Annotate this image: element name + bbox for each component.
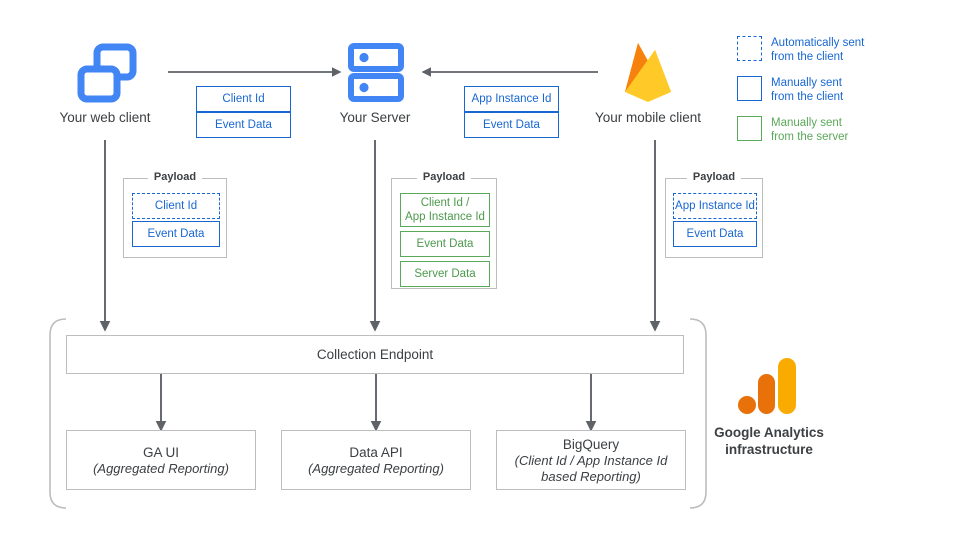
web-windows-icon: [77, 43, 137, 103]
legend-label: Manually sent from the client: [771, 76, 843, 104]
payload-web-client: Payload Client Id Event Data: [123, 171, 227, 258]
legend-line2: from the client: [771, 51, 844, 63]
output-subtitle: (Aggregated Reporting): [308, 460, 444, 476]
payload-item-server-data: Server Data: [400, 261, 490, 287]
output-title: GA UI: [142, 444, 179, 460]
payload-server: Payload Client Id / App Instance Id Even…: [391, 171, 497, 289]
legend-swatch-solid-green: [737, 116, 762, 141]
legend-item-automatic-client: Automatically sent from the client: [737, 36, 864, 64]
transport-chip-event-data-web: Event Data: [196, 112, 291, 138]
output-title: Data API: [349, 444, 403, 460]
payload-item-app-instance-id: App Instance Id: [673, 193, 757, 219]
output-box-ga-ui[interactable]: GA UI (Aggregated Reporting): [66, 430, 256, 490]
output-box-data-api[interactable]: Data API (Aggregated Reporting): [281, 430, 471, 490]
transport-chip-app-instance-id: App Instance Id: [464, 86, 559, 112]
payload-title: Payload: [686, 171, 742, 183]
google-analytics-logo: [738, 358, 796, 414]
server-rack-icon: [348, 43, 404, 102]
transport-chip-event-data-mobile: Event Data: [464, 112, 559, 138]
payload-title: Payload: [147, 171, 203, 183]
ga-infrastructure-caption: Google Analytics infrastructure: [696, 424, 842, 458]
legend-line1: Manually sent: [771, 117, 842, 129]
ga-caption-line1: Google Analytics: [714, 425, 824, 440]
payload-item-event-data: Event Data: [673, 221, 757, 247]
legend-item-manual-server: Manually sent from the server: [737, 116, 848, 144]
infrastructure-bracket-right: [689, 318, 707, 509]
output-box-bigquery[interactable]: BigQuery (Client Id / App Instance Id ba…: [496, 430, 686, 490]
legend-label: Manually sent from the server: [771, 116, 848, 144]
legend-item-manual-client: Manually sent from the client: [737, 76, 843, 104]
payload-item-client-or-app-instance-id: Client Id / App Instance Id: [400, 193, 490, 227]
legend-line1: Manually sent: [771, 77, 842, 89]
web-client-label: Your web client: [59, 110, 151, 125]
transport-chip-client-id: Client Id: [196, 86, 291, 112]
payload-item-event-data: Event Data: [400, 231, 490, 257]
payload-item-client-id: Client Id: [132, 193, 220, 219]
firebase-flame-icon: [625, 43, 671, 102]
legend-line2: from the server: [771, 131, 849, 143]
legend-swatch-solid-blue: [737, 76, 762, 101]
ga-caption-line2: infrastructure: [725, 442, 813, 457]
server-label: Your Server: [339, 110, 411, 125]
output-title: BigQuery: [562, 436, 620, 452]
legend-line2: from the client: [771, 91, 844, 103]
infrastructure-bracket-left: [49, 318, 67, 509]
payload-mobile-client: Payload App Instance Id Event Data: [665, 171, 763, 258]
collection-endpoint-box[interactable]: Collection Endpoint: [66, 335, 684, 374]
legend-swatch-dashed-blue: [737, 36, 762, 61]
collection-endpoint-label: Collection Endpoint: [316, 347, 434, 362]
legend-label: Automatically sent from the client: [771, 36, 864, 64]
output-subtitle: (Client Id / App Instance Id based Repor…: [514, 452, 668, 484]
legend-line1: Automatically sent: [771, 37, 865, 49]
output-subtitle: (Aggregated Reporting): [93, 460, 229, 476]
mobile-client-label: Your mobile client: [594, 110, 702, 125]
payload-title: Payload: [416, 171, 472, 183]
payload-item-event-data: Event Data: [132, 221, 220, 247]
